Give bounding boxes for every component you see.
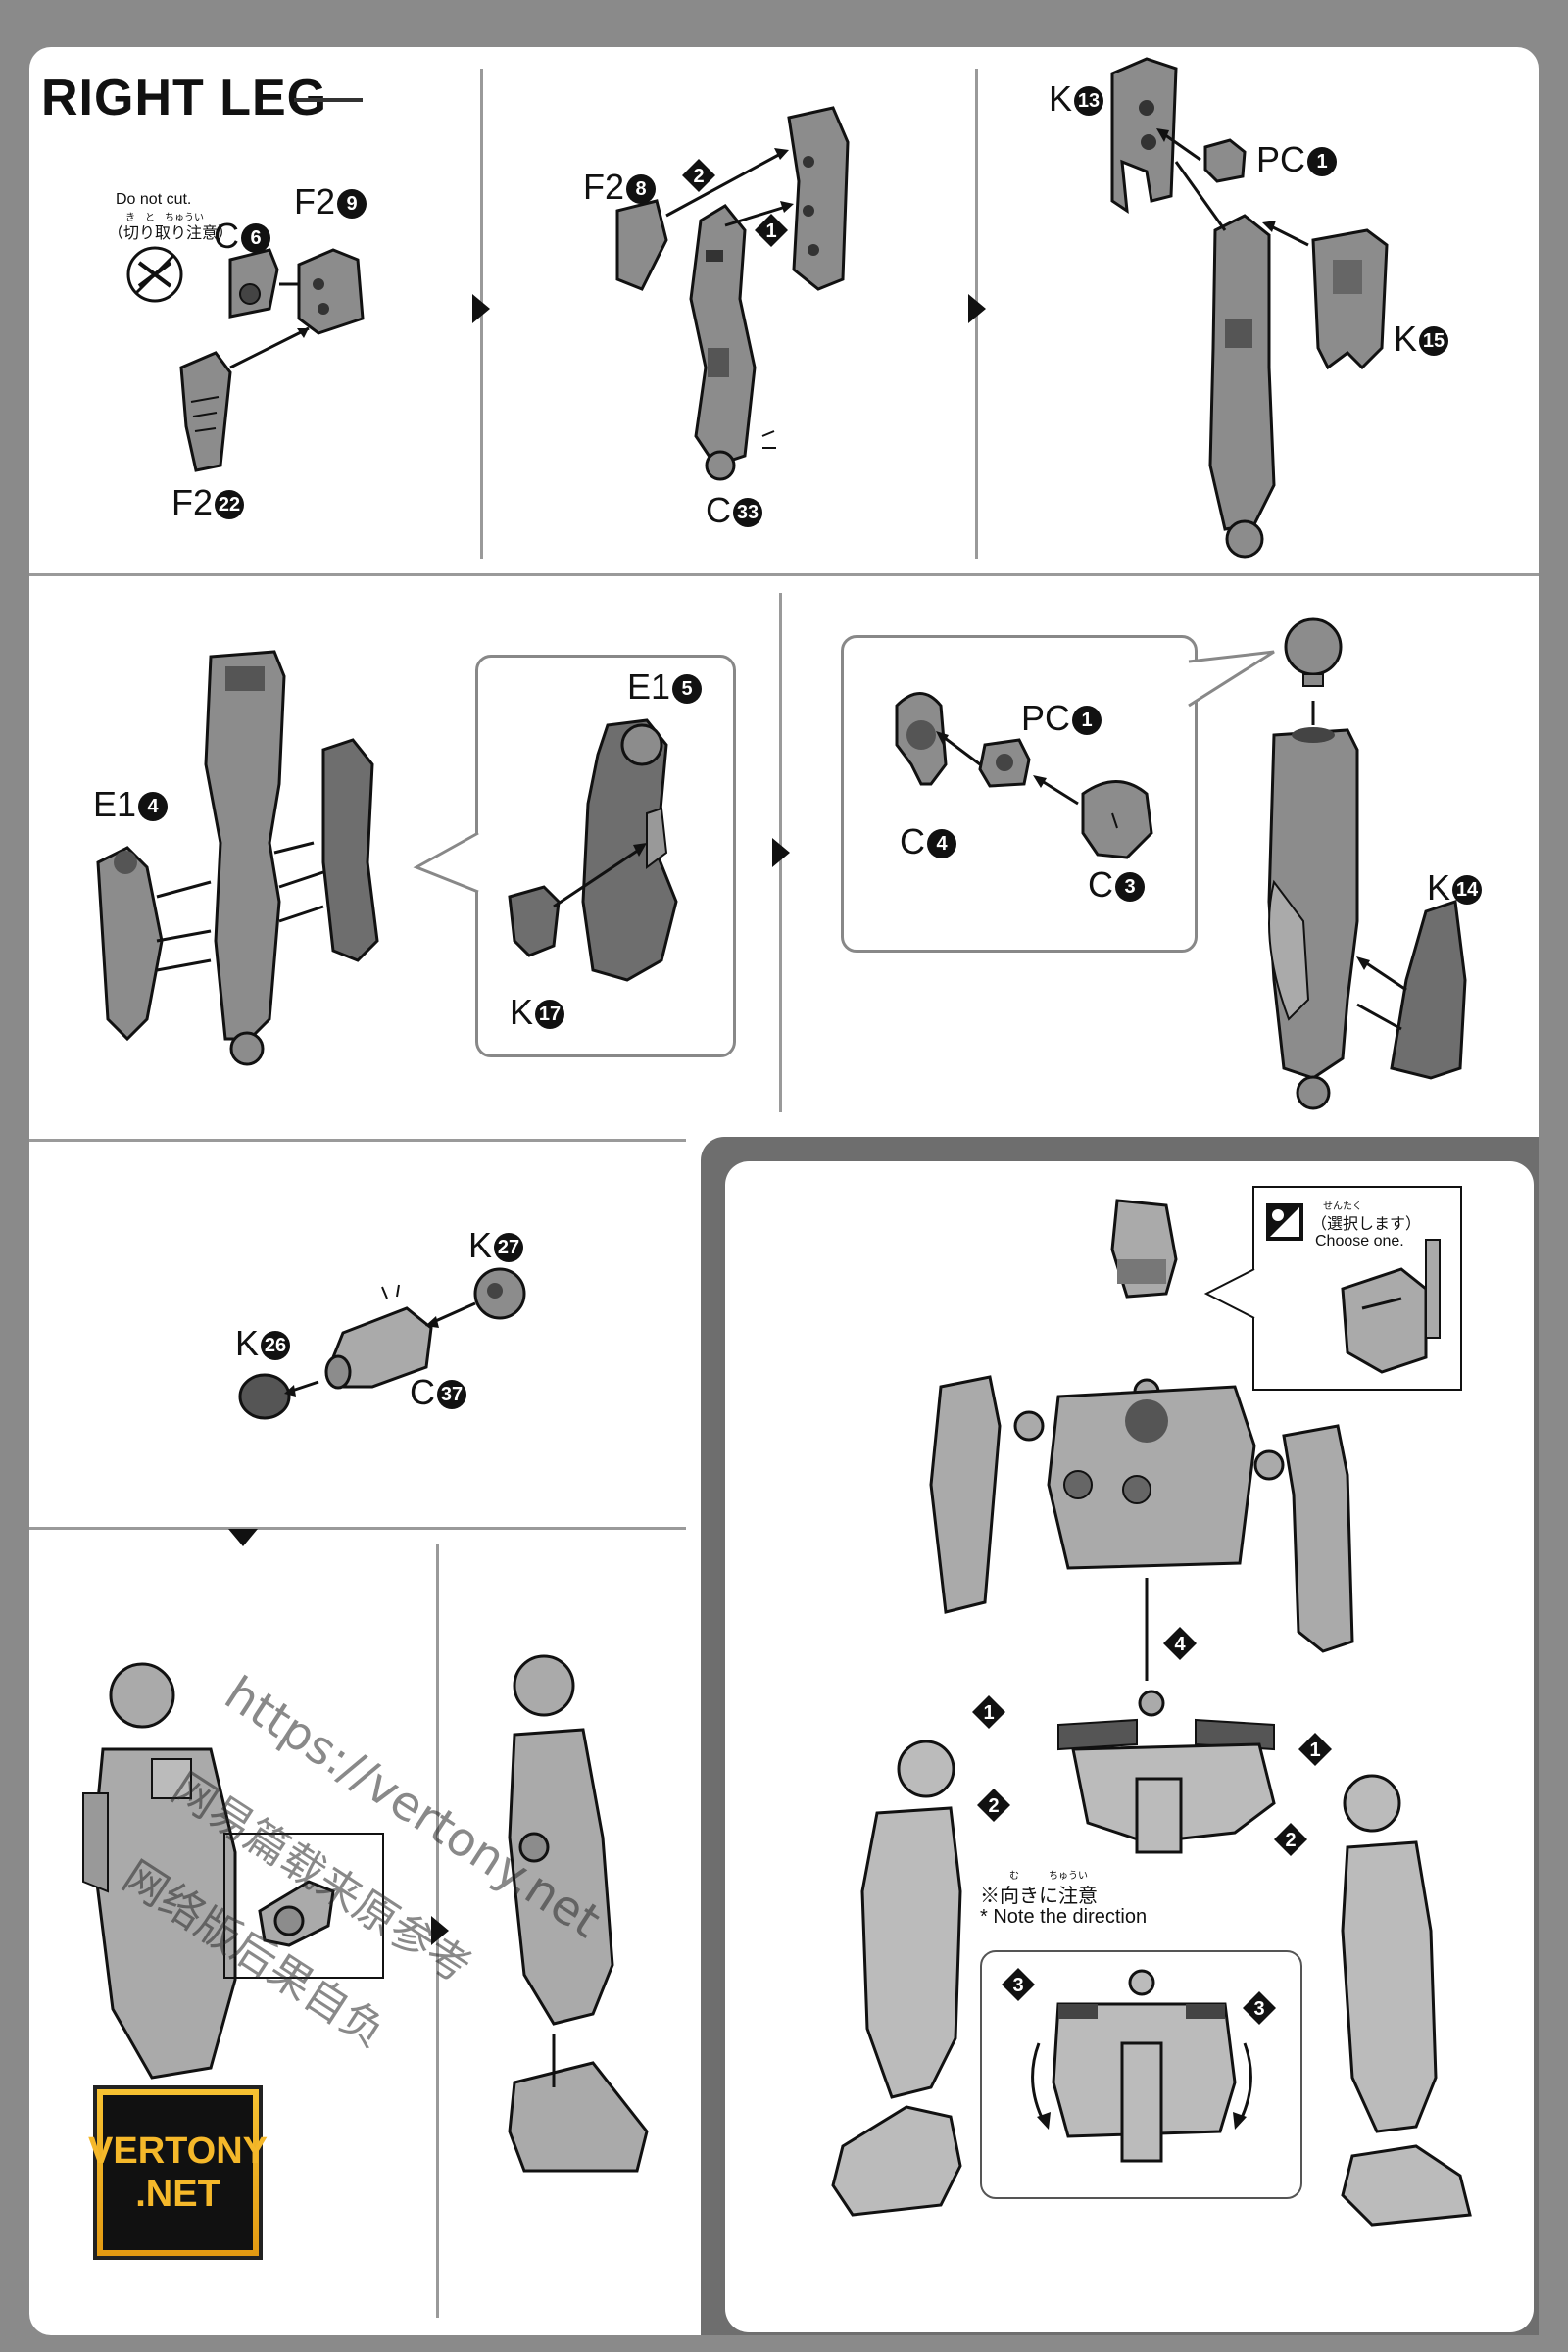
ankle-detail-diagram: [895, 692, 1153, 859]
page-title: RIGHT LEG: [41, 70, 328, 126]
foot-parts-diagram: [238, 1267, 526, 1420]
do-not-cut-ruby: き と ちゅうい: [125, 213, 204, 223]
step-1-right-marker: 1: [1298, 1733, 1332, 1766]
no-cut-icon: [126, 246, 183, 303]
left-leg-assembled: [831, 1740, 962, 2217]
flow-arrow-s4-s5: [772, 838, 790, 867]
do-not-cut-en: Do not cut.: [116, 191, 192, 208]
choose-one-ruby: せんたく: [1323, 1201, 1362, 1212]
lower-leg-armor-diagram: [1267, 617, 1467, 1110]
svg-text:3: 3: [1253, 1998, 1264, 2020]
step-2-marker: 2: [682, 159, 715, 192]
note-direction-ruby: む ちゅうい: [1009, 1871, 1088, 1882]
lower-leg-frame-diagram: [96, 650, 379, 1066]
svg-text:2: 2: [988, 1795, 999, 1817]
divider-row3: [29, 1527, 686, 1530]
note-direction-ja: ※向きに注意: [980, 1886, 1098, 1907]
waist-detail-diagram: [1031, 1969, 1252, 2163]
callout-pointer-ankle: [1188, 650, 1275, 708]
choose-one-en: Choose one.: [1315, 1233, 1404, 1250]
knee-detail-diagram: [508, 718, 678, 982]
head-variant-diagram: [1341, 1239, 1441, 1374]
detail-frame-ankle-joint: [223, 1833, 384, 1979]
step-2-left-marker: 2: [977, 1788, 1010, 1822]
assembled-leg-view-a: [82, 1662, 237, 2080]
callout-pointer-knee: [413, 831, 479, 894]
note-direction-en: * Note the direction: [980, 1906, 1148, 1928]
svg-text:2: 2: [1285, 1830, 1296, 1851]
flow-arrow-s1-s2: [472, 294, 490, 323]
step-1-marker: 1: [755, 214, 788, 247]
flow-arrow-s2-s3: [968, 294, 986, 323]
hip-joint-parts-diagram: [179, 248, 365, 472]
choose-pointer: [1203, 1268, 1255, 1319]
step-4-marker: 4: [1163, 1627, 1197, 1660]
svg-text:2: 2: [693, 166, 704, 187]
title-underline: [294, 98, 363, 102]
waist-assembly-diagram: [1057, 1690, 1276, 1854]
vertony-logo: VERTONY .NET: [88, 2085, 268, 2260]
step-3-right-marker: 3: [1243, 1991, 1276, 2025]
step-3-left-marker: 3: [1002, 1968, 1035, 2001]
do-not-cut-ja: （切り取り注意）: [108, 225, 234, 242]
choose-one-ja: （選択します）: [1311, 1216, 1422, 1233]
choose-one-icon: [1266, 1203, 1303, 1241]
divider-row1: [29, 573, 1539, 576]
step-2-right-marker: 2: [1274, 1823, 1307, 1856]
upper-body-assembly-diagram: [929, 1199, 1354, 1681]
right-leg-assembled: [1341, 1774, 1472, 2227]
svg-text:1: 1: [765, 220, 776, 242]
svg-text:1: 1: [983, 1702, 994, 1724]
step-1-left-marker: 1: [972, 1695, 1005, 1729]
thigh-armor-diagram: [1110, 57, 1389, 559]
svg-text:1: 1: [1309, 1740, 1320, 1761]
assembled-leg-view-b: [508, 1654, 649, 2173]
flow-arrow-s7-s8: [431, 1916, 449, 1945]
flow-arrow-s6-down: [228, 1529, 258, 1546]
svg-text:4: 4: [1174, 1634, 1186, 1655]
thigh-frame-diagram: [615, 106, 850, 481]
divider-row2: [29, 1139, 686, 1142]
ankle-joint-closeup: [258, 1880, 335, 1947]
svg-text:3: 3: [1012, 1975, 1023, 1996]
